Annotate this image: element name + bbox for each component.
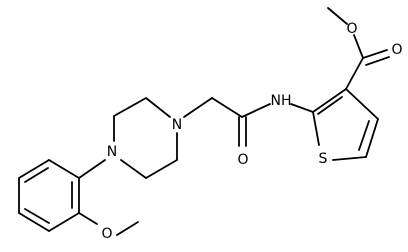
bond-aryl-to-o-methoxy: [78, 212, 98, 225]
bond-aryl-c2-c3: [18, 159, 50, 179]
atom-o-ester-carbonyl: O: [391, 42, 402, 58]
bond-pip-n1-c1: [145, 97, 171, 118]
bond-aryl-c4-c5-inner: [24, 208, 50, 224]
bond-n-to-aryl: [78, 159, 106, 179]
bond-aryl-c5-c6: [48, 212, 80, 232]
bond-ester-to-thiophene: [345, 57, 364, 90]
atom-s-thiophene: S: [319, 151, 328, 167]
bond-aryl-c2-c3-inner: [24, 167, 49, 183]
bond-o-to-methyl: [116, 221, 139, 236]
atom-o-amide: O: [237, 152, 248, 168]
bond-ester-carbonyl-double-2: [365, 56, 390, 66]
bond-thiophene-c2-s: [312, 111, 320, 146]
atom-o-aryl-methoxy: O: [101, 226, 112, 242]
bond-ch2-to-n: [183, 97, 213, 118]
bond-thiophene-c4-c3: [345, 88, 379, 120]
bond-ester-carbonyl-double-1: [362, 49, 388, 59]
bond-thiophene-c5-c4: [365, 118, 379, 158]
bond-thiophene-c3-c2: [312, 88, 347, 113]
atom-n-piperazine-lower: N: [107, 144, 117, 160]
bond-thiophene-to-nh: [290, 103, 314, 113]
bond-group: [18, 7, 390, 236]
bond-aryl-c4-c5: [18, 212, 50, 232]
atom-nh-amide: NH: [271, 93, 292, 109]
bond-thiophene-c3-c2-inner: [317, 96, 343, 115]
bond-thiophene-s-c5: [332, 156, 367, 161]
bond-o-ester-carbonyl-c: [353, 34, 364, 59]
bond-pip-c3-c4: [145, 159, 178, 179]
bond-methyl-o-ester: [327, 7, 348, 25]
bond-aryl-c1-c2: [48, 159, 80, 179]
atom-label-group: O O S NH O N N O: [101, 21, 402, 242]
bond-amide-to-ch2: [211, 97, 243, 118]
atom-o-ester-methoxy: O: [346, 21, 357, 37]
bond-pip-n2-c3: [120, 159, 147, 179]
atom-n-piperazine-upper: N: [172, 117, 182, 133]
bond-nh-to-amide-c: [241, 103, 271, 118]
bond-thiophene-c5-c4-inner: [358, 120, 370, 151]
bond-pip-c1-c2: [113, 97, 147, 117]
